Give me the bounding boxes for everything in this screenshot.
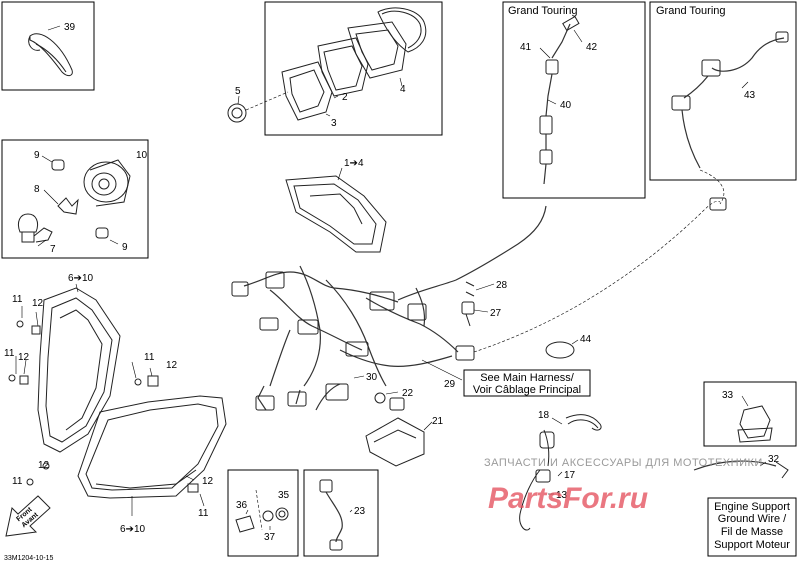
callout-11-d: 11 [12,476,23,487]
callout-12-c: 12 [166,360,178,371]
grand-touring-label-1: Grand Touring [508,5,578,17]
callout-11-c: 11 [144,352,155,363]
callout-11-a: 11 [12,294,23,305]
box-grand-touring-1 [502,1,646,199]
callout-8: 8 [34,184,40,195]
parts-35-36-37 [235,489,289,533]
callout-12-d: 12 [38,460,50,471]
callout-33: 33 [722,390,734,401]
callout-36: 36 [236,500,248,511]
callout-7: 7 [50,244,56,255]
box-part-39 [1,1,95,91]
gauge-cluster-parts [227,7,427,123]
engine-support-box [707,497,797,557]
push-rivet-33 [737,395,773,443]
module-parts-21-22 [365,391,433,467]
callout-27: 27 [490,308,502,319]
grand-touring-harness-1 [539,15,583,185]
parts-27-28 [461,281,495,327]
leader-line-43 [473,201,721,353]
callout-43: 43 [744,90,756,101]
callout-2: 2 [342,92,348,103]
box-headlamp-bulb [1,139,149,259]
callout-1-4: 1➔4 [344,158,364,169]
engine-support-line4: Support Moteur [714,539,790,551]
callout-12-e: 12 [202,476,214,487]
main-harness-label-line1: See Main Harness/ [480,372,574,384]
callout-10: 10 [136,150,148,161]
box-gauge-cluster [264,1,443,136]
main-harness-label-line2: Voir Câblage Principal [473,384,581,396]
callout-13: 13 [556,490,568,501]
callout-29: 29 [444,379,456,390]
engine-support-line2: Ground Wire / [718,513,787,525]
main-harness-box [463,369,591,397]
callout-42: 42 [586,42,598,53]
callout-11-b: 11 [4,348,15,359]
callout-4: 4 [400,84,406,95]
connector-43 [709,197,727,211]
sensor-wire-23 [319,479,353,551]
watermark-logo: PartsFor.ru [488,482,648,515]
box-grand-touring-2 [649,1,797,181]
front-label: Front Avant [15,506,40,529]
callout-23: 23 [354,506,366,517]
engine-support-line1: Engine Support [714,501,790,513]
callout-41: 41 [520,42,532,53]
engine-ground-wire-32 [693,460,789,479]
callout-12-b: 12 [18,352,30,363]
grand-touring-label-2: Grand Touring [656,5,726,17]
callout-9-top: 9 [34,150,40,161]
callout-17: 17 [564,470,576,481]
headlamp-bulb-parts [17,155,131,247]
callout-37: 37 [264,532,276,543]
callout-28: 28 [496,280,508,291]
callout-22: 22 [402,388,414,399]
headlamp-fasteners [8,320,199,493]
headlamp-left-upper [21,283,121,453]
main-wiring-harness [231,205,547,411]
callout-3: 3 [331,118,337,129]
watermark-tagline: ЗАПЧАСТИ И АКСЕССУАРЫ ДЛЯ МОТОТЕХНИКИ [484,457,763,469]
callout-40: 40 [560,100,572,111]
box-parts-35-37 [227,469,299,557]
box-part-33 [703,381,797,447]
callout-30: 30 [366,372,378,383]
drawing-code: 33M1204-10-15 [4,555,54,562]
instrument-cluster-assembly [285,167,387,253]
callout-12-a: 12 [32,298,44,309]
callout-44: 44 [580,334,592,345]
callout-6-10-top: 6➔10 [68,273,94,284]
callout-5: 5 [235,86,241,97]
front-direction-arrow [5,495,51,537]
strap-part-39 [28,25,73,77]
parts-13-17-18 [519,414,602,531]
callout-39: 39 [64,22,76,33]
part-44 [545,341,575,359]
engine-support-line3: Fil de Masse [721,526,783,538]
headlamp-right-lower [77,395,227,516]
callout-35: 35 [278,490,290,501]
grand-touring-harness-2 [671,31,789,169]
callout-21: 21 [432,416,444,427]
callout-9-bottom: 9 [122,242,128,253]
callout-6-10-bottom: 6➔10 [120,524,146,535]
callout-18: 18 [538,410,550,421]
callout-11-e: 11 [198,508,209,519]
leader-line-43b [699,169,725,205]
box-part-23 [303,469,379,557]
callout-32: 32 [768,454,780,465]
